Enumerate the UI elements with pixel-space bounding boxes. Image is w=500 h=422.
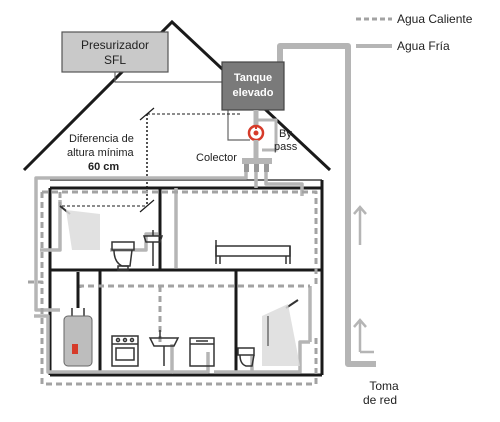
flow-arrow-icon [353,205,367,245]
mains-label-2: de red [363,393,397,407]
bypass-pipe [254,110,278,152]
legend-hot-label: Agua Caliente [397,12,473,26]
sink-icon [142,230,164,266]
flow-arrow-icon [353,318,374,354]
legend-cold-label: Agua Fría [397,39,450,53]
cold-water-network [34,172,312,374]
tank-label-2: elevado [233,87,274,99]
legend: Agua Caliente Agua Fría [356,12,473,53]
stove-icon [111,335,139,367]
height-label-2: altura mínima [67,147,135,159]
collector-label: Colector [196,152,237,164]
toilet-icon [111,241,135,271]
water-heater-icon [63,308,93,367]
height-label-1: Diferencia de [69,133,134,145]
tank-box [221,61,285,111]
hot-water-network [28,190,318,386]
bed-icon [215,240,291,264]
sink-icon [148,330,180,366]
tank-label-1: Tanque [234,72,272,84]
pressurizer-label-2: SFL [104,53,126,67]
mains-supply-pipe [277,43,376,367]
shower-icon [262,299,300,366]
elevated-tank: Tanque elevado [221,61,285,111]
pressurizer-box [61,31,169,73]
valve-icon [247,124,265,142]
pressurizer-label-1: Presurizador [81,38,149,52]
mains-label-1: Toma [369,379,399,393]
collector-manifold [242,140,272,172]
dishwasher-icon [189,337,215,367]
shower-icon [59,205,100,250]
height-label-3: 60 cm [88,161,119,173]
toilet-icon [237,347,255,367]
bypass-label-2: pass [274,141,298,153]
pressurizer: Presurizador SFL [61,31,169,73]
bypass-label-1: By [279,128,292,140]
